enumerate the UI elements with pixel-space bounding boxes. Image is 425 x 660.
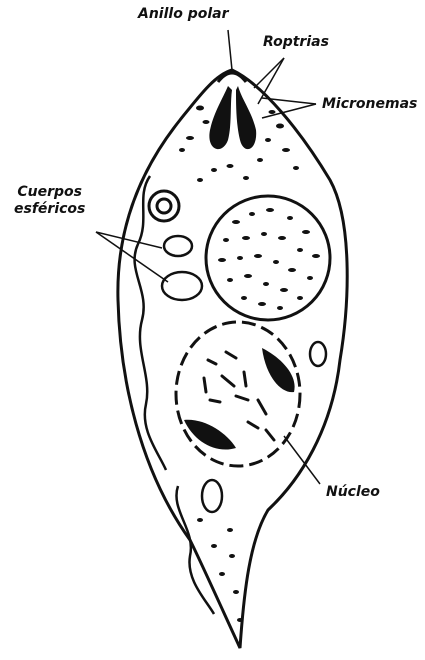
granule-vacuole bbox=[206, 196, 330, 320]
lower-vacuole bbox=[202, 480, 222, 512]
label-roptrias: Roptrias bbox=[263, 34, 329, 51]
small-vacuole bbox=[310, 342, 326, 366]
label-cuerpos-esfericos: Cuerpos esféricos bbox=[14, 184, 85, 218]
label-cuerpos-line2: esféricos bbox=[14, 201, 85, 218]
nucleus bbox=[176, 322, 300, 466]
label-micronemas: Micronemas bbox=[322, 96, 417, 113]
label-cuerpos-line1: Cuerpos bbox=[14, 184, 85, 201]
label-anillo-polar: Anillo polar bbox=[138, 6, 228, 23]
label-nucleo: Núcleo bbox=[326, 484, 380, 501]
